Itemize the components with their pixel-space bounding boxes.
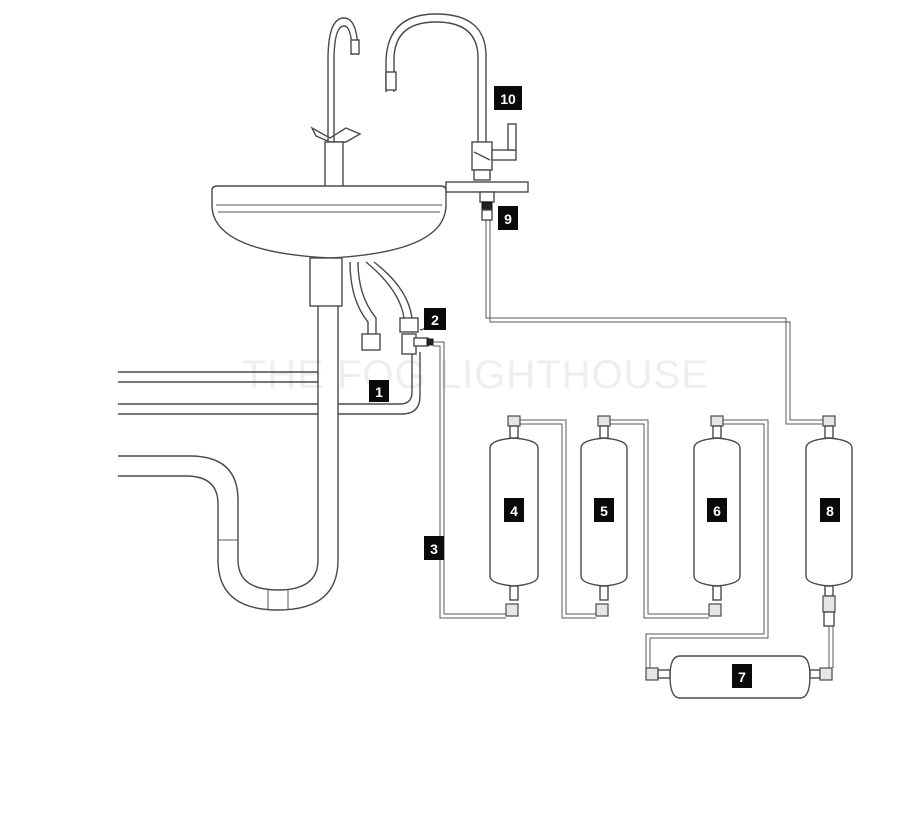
feed-line xyxy=(433,341,506,615)
drain-pipes xyxy=(118,306,421,611)
label-1: 1 xyxy=(369,380,389,402)
drinking-water-faucet xyxy=(385,13,529,193)
label-3-text: 3 xyxy=(430,541,438,557)
label-9: 9 xyxy=(498,206,518,230)
label-7: 7 xyxy=(732,664,752,688)
label-1-text: 1 xyxy=(375,384,383,400)
feed-line-inner xyxy=(433,345,506,619)
label-5-text: 5 xyxy=(600,503,608,519)
sink-basin xyxy=(211,185,447,307)
label-8-text: 8 xyxy=(826,503,834,519)
label-2-text: 2 xyxy=(431,312,439,328)
label-10: 10 xyxy=(494,86,522,110)
supply-hoses xyxy=(349,261,419,355)
label-6-text: 6 xyxy=(713,503,721,519)
label-4-text: 4 xyxy=(510,503,518,519)
label-6: 6 xyxy=(707,498,727,522)
label-4: 4 xyxy=(504,498,524,522)
main-faucet xyxy=(310,17,362,189)
filter-cartridges xyxy=(489,437,853,699)
label-2: 2 xyxy=(424,308,446,330)
label-9-text: 9 xyxy=(504,211,512,227)
label-3: 3 xyxy=(424,536,444,560)
fittings xyxy=(505,415,836,681)
label-7-text: 7 xyxy=(738,669,746,685)
label-5: 5 xyxy=(594,498,614,522)
label-8: 8 xyxy=(820,498,840,522)
label-10-text: 10 xyxy=(500,91,516,107)
watermark-text: THE FOG LIGHTHOUSE xyxy=(242,353,709,397)
connecting-tubes xyxy=(485,220,834,668)
faucet-shank-fitting xyxy=(479,191,495,221)
